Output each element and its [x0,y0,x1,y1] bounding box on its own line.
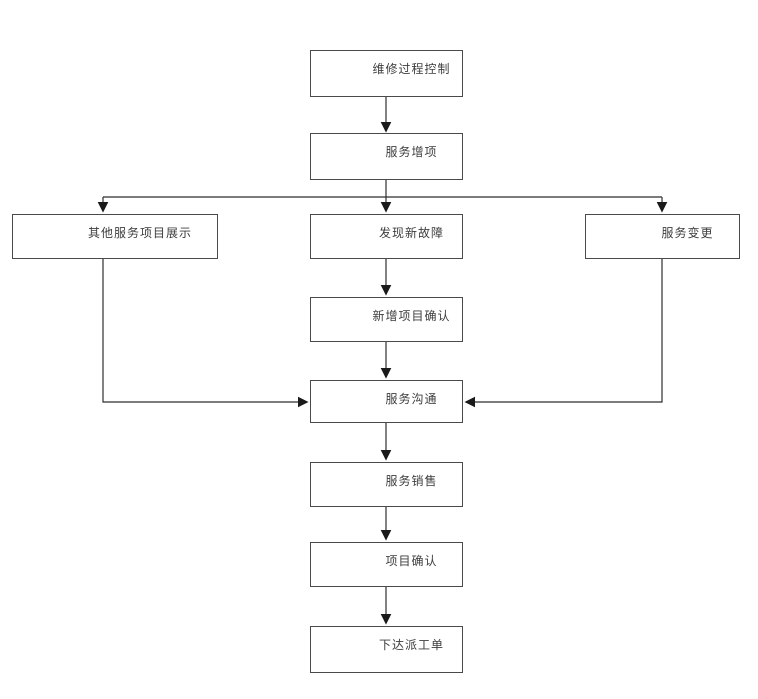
flow-node-new-item-confirmation: 新增项目确认 [310,297,463,342]
flow-node-label: 服务销售 [385,474,438,488]
edge-other-display-to-communication [102,259,309,408]
flow-node-service-sales: 服务销售 [310,462,463,507]
edge-service-change-to-communication [464,259,663,408]
flow-node-label: 发现新故障 [378,226,444,240]
flow-node-label: 维修过程控制 [372,62,451,76]
flow-node-label: 下达派工单 [378,638,444,652]
flow-node-other-service-items-display: 其他服务项目展示 [12,214,218,259]
flow-node-label: 服务变更 [661,226,714,240]
flow-node-service-change: 服务变更 [585,214,740,259]
flow-node-issue-work-order: 下达派工单 [310,626,463,673]
flow-node-label: 服务增项 [385,145,438,159]
flow-node-repair-process-control: 维修过程控制 [310,50,463,97]
flow-node-label: 项目确认 [385,554,438,568]
flow-node-service-communication: 服务沟通 [310,380,463,423]
flow-node-new-fault-found: 发现新故障 [310,214,463,259]
flow-node-label: 新增项目确认 [372,309,451,323]
flow-node-item-confirmation: 项目确认 [310,542,463,587]
flow-node-label: 其他服务项目展示 [87,226,192,240]
flow-node-service-addition: 服务增项 [310,133,463,180]
flow-node-label: 服务沟通 [385,392,438,406]
